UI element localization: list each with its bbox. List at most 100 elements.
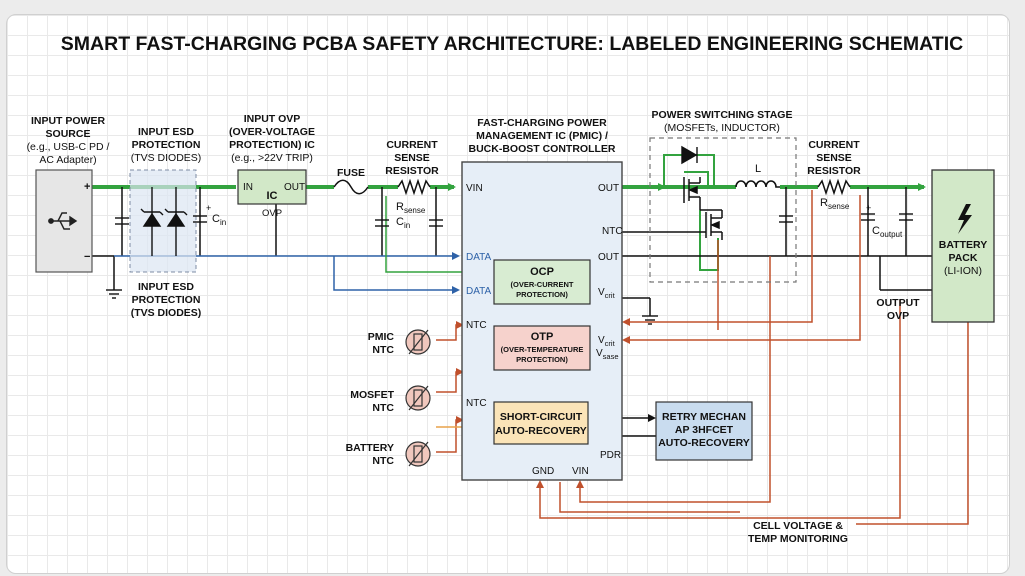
svg-text:(e.g., >22V TRIP): (e.g., >22V TRIP) — [231, 152, 313, 164]
battery-pack — [931, 169, 995, 323]
ntc-pmic-thermistor — [405, 329, 431, 355]
svg-text:CURRENT: CURRENT — [808, 139, 860, 151]
switch-diode — [681, 145, 698, 165]
battery-line-3: (LI-ION) — [944, 265, 982, 277]
lightning-icon — [958, 204, 972, 234]
svg-text:NTC: NTC — [372, 344, 394, 356]
switch-stage-title: POWER SWITCHING STAGE — [652, 109, 793, 121]
otp-block — [493, 325, 591, 371]
switch-stage-wires — [663, 154, 719, 271]
svg-text:RESISTOR: RESISTOR — [385, 165, 439, 177]
output-ovp-line-2: OVP — [887, 310, 909, 322]
sense-resistor-2 — [817, 178, 851, 196]
pmic-label: FAST-CHARGING POWER MANAGEMENT IC (PMIC)… — [469, 117, 616, 155]
cap-sense-1 — [375, 219, 443, 227]
svg-text:SENSE: SENSE — [816, 152, 852, 164]
cap-esd — [115, 217, 129, 225]
pmic-pins: VIN OUT NTC OUT DATA DATA Vcrit Vcrit Vs… — [466, 183, 623, 477]
svg-text:(TVS DIODES): (TVS DIODES) — [131, 307, 202, 319]
cap-cin-input — [193, 215, 207, 223]
svg-text:NTC: NTC — [466, 398, 487, 409]
svg-text:CURRENT: CURRENT — [386, 139, 438, 151]
scp-line-1: SHORT-CIRCUIT — [500, 411, 583, 423]
usb-icon — [48, 212, 78, 230]
svg-text:GND: GND — [532, 466, 554, 477]
svg-text:DATA: DATA — [466, 286, 492, 297]
cap-plus-sign: + — [206, 203, 211, 213]
svg-text:NTC: NTC — [602, 226, 623, 237]
svg-text:(OVER-VOLTAGE: (OVER-VOLTAGE — [229, 126, 315, 138]
ntc-pmic-label: PMIC NTC — [368, 331, 395, 356]
retry-block — [655, 401, 753, 461]
esd-zone — [129, 169, 197, 273]
high-side-mosfet — [683, 177, 701, 210]
diagram-title: SMART FAST-CHARGING PCBA SAFETY ARCHITEC… — [61, 33, 963, 55]
ocp-title: OCP — [530, 266, 554, 278]
ntc-battery-thermistor — [405, 441, 431, 467]
inductor-symbol — [735, 180, 780, 188]
current-sense-label-1: CURRENT SENSE RESISTOR — [385, 139, 439, 177]
inductor-label: L — [755, 163, 761, 175]
svg-text:INPUT ESD: INPUT ESD — [138, 126, 194, 138]
input-ovp-ic — [237, 169, 307, 205]
current-sense-label-2: CURRENT SENSE RESISTOR — [807, 139, 861, 177]
ntc-mosfet-label: MOSFET NTC — [350, 389, 394, 414]
svg-text:PROTECTION: PROTECTION — [132, 139, 201, 151]
ground-symbol-pmic — [642, 315, 658, 325]
sense-resistor-1 — [397, 178, 431, 196]
svg-text:Vcrit: Vcrit — [598, 287, 616, 300]
otp-sub-2: PROTECTION) — [516, 355, 568, 364]
ocp-block — [493, 259, 591, 305]
coutput-label: Coutput — [872, 225, 903, 239]
low-side-mosfet — [700, 209, 723, 240]
svg-text:NTC: NTC — [466, 320, 487, 331]
retry-line-1: RETRY MECHAN — [662, 411, 746, 423]
svg-text:Vsase: Vsase — [596, 348, 619, 361]
svg-text:PDR: PDR — [600, 450, 621, 461]
ocp-sub-2: PROTECTION) — [516, 290, 568, 299]
svg-text:BUCK-BOOST CONTROLLER: BUCK-BOOST CONTROLLER — [469, 143, 616, 155]
scp-line-2: AUTO-RECOVERY — [495, 425, 587, 437]
svg-text:SOURCE: SOURCE — [46, 128, 91, 140]
fuse-symbol — [333, 179, 369, 195]
svg-text:MOSFET: MOSFET — [350, 389, 394, 401]
ocp-sub-1: (OVER-CURRENT — [511, 280, 574, 289]
svg-text:MANAGEMENT IC (PMIC) /: MANAGEMENT IC (PMIC) / — [476, 130, 608, 142]
ground-rail — [92, 187, 932, 316]
source-minus: − — [84, 251, 90, 263]
svg-text:NTC: NTC — [372, 455, 394, 467]
retry-line-2: AP 3HFCET — [675, 424, 734, 436]
ntc-mosfet-thermistor — [405, 385, 431, 411]
svg-text:SENSE: SENSE — [394, 152, 430, 164]
svg-text:AC Adapter): AC Adapter) — [39, 154, 96, 166]
svg-text:VIN: VIN — [466, 183, 483, 194]
tvs-diode-2 — [164, 187, 188, 256]
ovp-ovp-text: OVP — [262, 208, 282, 219]
svg-text:Vcrit: Vcrit — [598, 335, 616, 348]
svg-text:NTC: NTC — [372, 402, 394, 414]
switch-stage-zone — [649, 137, 797, 283]
input-ovp-label: INPUT OVP (OVER-VOLTAGE PROTECTION) IC (… — [229, 113, 315, 164]
ovp-out-pin: OUT — [284, 182, 305, 193]
svg-text:(e.g., USB-C PD /: (e.g., USB-C PD / — [27, 141, 110, 153]
monitoring-line-1: CELL VOLTAGE & — [753, 520, 843, 532]
otp-sub-1: (OVER-TEMPERATURE — [501, 345, 584, 354]
monitoring-line-2: TEMP MONITORING — [748, 533, 848, 545]
switch-stage-subtitle: (MOSFETs, INDUCTOR) — [664, 122, 780, 134]
cap-output — [861, 213, 913, 221]
battery-line-1: BATTERY — [939, 239, 987, 251]
svg-text:OUT: OUT — [598, 252, 619, 263]
svg-text:DATA: DATA — [466, 252, 492, 263]
esd-label-bottom: INPUT ESD PROTECTION (TVS DIODES) — [131, 281, 202, 319]
battery-line-2: PACK — [949, 252, 978, 264]
cin-sense-label: Cin — [396, 216, 410, 230]
rsense-2-label: Rsense — [820, 197, 850, 211]
cap-output-plus: + — [866, 203, 871, 213]
svg-text:PMIC: PMIC — [368, 331, 395, 343]
svg-text:VIN: VIN — [572, 466, 589, 477]
input-source-label: INPUT POWER SOURCE (e.g., USB-C PD / AC … — [27, 115, 110, 166]
otp-title: OTP — [531, 331, 554, 343]
ovp-in-pin: IN — [243, 182, 253, 193]
svg-text:RESISTOR: RESISTOR — [807, 165, 861, 177]
